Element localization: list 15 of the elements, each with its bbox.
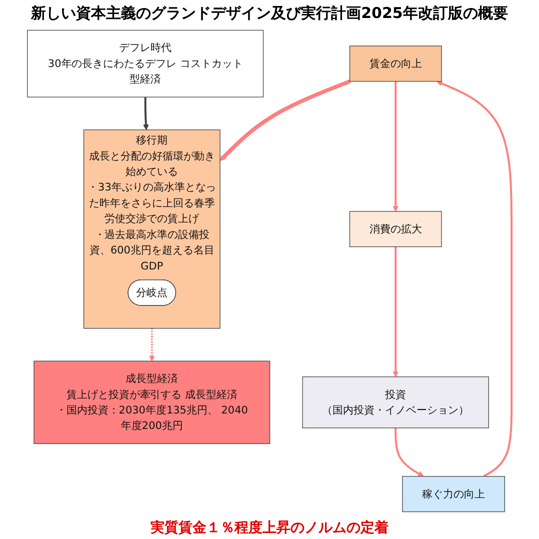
node-box: 投資 （国内投資・イノベーション） <box>302 376 489 428</box>
title: 新しい資本主義のグランドデザイン及び実行計画2025年改訂版の概要 <box>31 4 508 23</box>
arrow <box>392 81 398 212</box>
node-box: 成長型経済 賃上げと投資が牽引する 成長型経済 ・国内投資：2030年度135兆円、 2040年度200兆円 <box>34 360 270 444</box>
arrow <box>143 97 149 130</box>
arrow <box>436 80 513 478</box>
arrow <box>149 328 155 362</box>
node-box: デフレ時代 30年の長きにわたるデフレ コストカット型経済 <box>27 30 264 98</box>
cycle-center-text: 実質賃金１％程度上昇のノルムの定着 <box>150 519 388 537</box>
node-box: 消費の拡大 <box>349 211 442 248</box>
arrow <box>394 428 424 477</box>
arrow <box>392 246 398 378</box>
arrow <box>220 80 351 161</box>
node-box: 賃金の向上 <box>349 46 442 82</box>
node-box: 稼ぐ力の向上 <box>402 476 506 512</box>
